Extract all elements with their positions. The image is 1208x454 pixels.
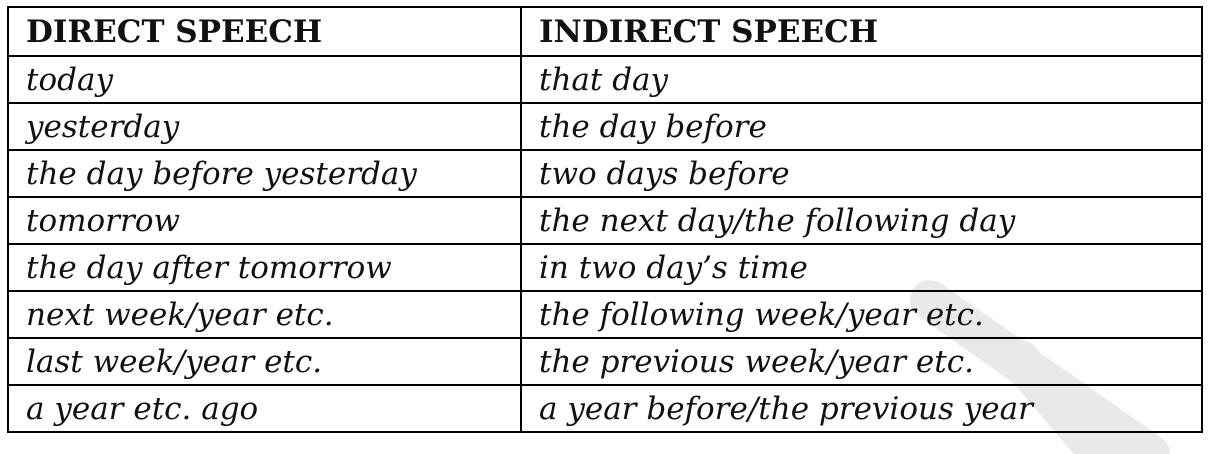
direct-cell: the day before yesterday	[7, 149, 522, 198]
table-header-row: DIRECT SPEECH INDIRECT SPEECH	[7, 6, 1203, 57]
indirect-cell: the previous week/year etc.	[520, 337, 1203, 386]
table-row: the day after tomorrow in two day’s time	[7, 243, 1203, 292]
direct-cell: today	[7, 55, 522, 104]
indirect-cell: the following week/year etc.	[520, 290, 1203, 339]
table-row: yesterday the day before	[7, 102, 1203, 151]
indirect-cell: the next day/the following day	[520, 196, 1203, 245]
direct-cell: next week/year etc.	[7, 290, 522, 339]
table-row: the day before yesterday two days before	[7, 149, 1203, 198]
indirect-cell: two days before	[520, 149, 1203, 198]
direct-cell: yesterday	[7, 102, 522, 151]
indirect-cell: in two day’s time	[520, 243, 1203, 292]
table-row: next week/year etc. the following week/y…	[7, 290, 1203, 339]
header-indirect-speech: INDIRECT SPEECH	[520, 6, 1203, 57]
indirect-cell: the day before	[520, 102, 1203, 151]
direct-cell: a year etc. ago	[7, 384, 522, 433]
direct-cell: the day after tomorrow	[7, 243, 522, 292]
direct-cell: tomorrow	[7, 196, 522, 245]
indirect-cell: a year before/the previous year	[520, 384, 1203, 433]
table-row: tomorrow the next day/the following day	[7, 196, 1203, 245]
table-row: a year etc. ago a year before/the previo…	[7, 384, 1203, 433]
header-direct-speech: DIRECT SPEECH	[7, 6, 522, 57]
indirect-cell: that day	[520, 55, 1203, 104]
table-row: today that day	[7, 55, 1203, 104]
speech-conversion-table: DIRECT SPEECH INDIRECT SPEECH today that…	[7, 6, 1203, 433]
table-row: last week/year etc. the previous week/ye…	[7, 337, 1203, 386]
direct-cell: last week/year etc.	[7, 337, 522, 386]
